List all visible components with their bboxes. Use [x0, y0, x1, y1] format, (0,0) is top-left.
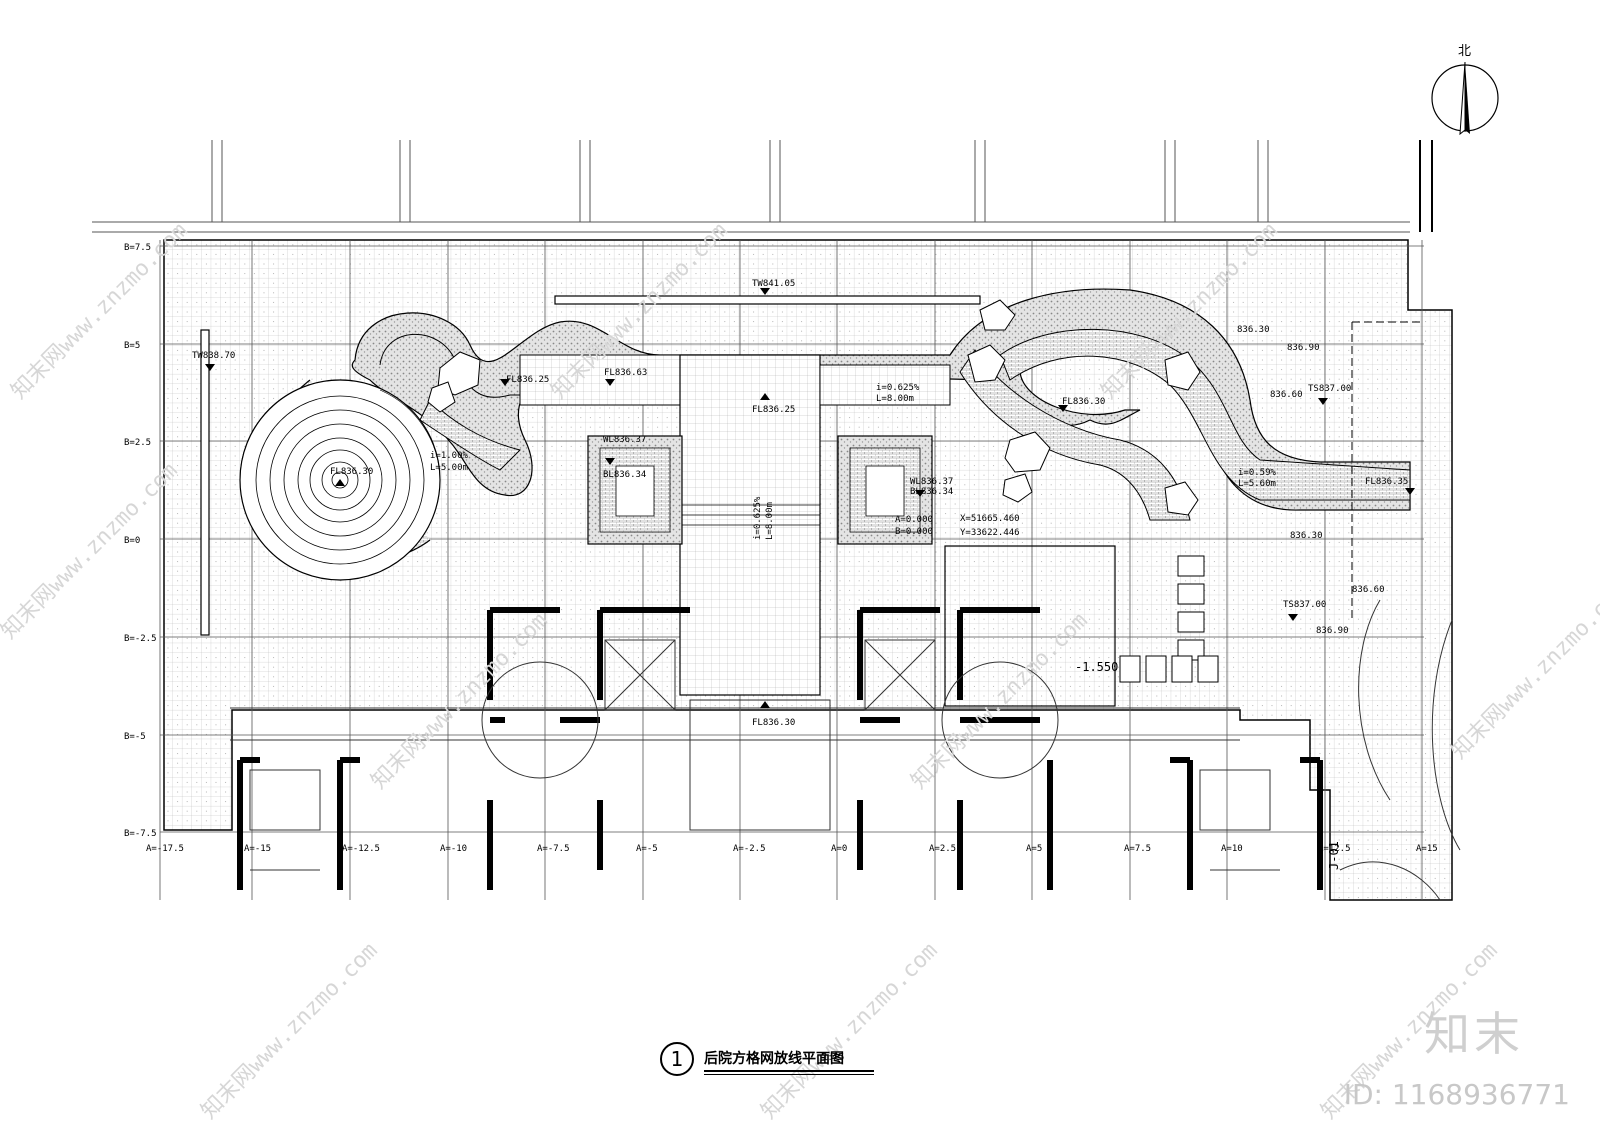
- grid-b-label: B=-7.5: [124, 829, 157, 839]
- step-blocks: [944, 545, 1219, 707]
- elev-bl-left: BL836.34: [603, 470, 646, 480]
- elev-pt-b3: 836.90: [1316, 626, 1349, 636]
- grid-a-label: A=2.5: [929, 844, 956, 854]
- coord-x: X=51665.460: [960, 514, 1020, 524]
- building-detail: [230, 599, 1461, 901]
- upper-building-lines: [92, 140, 1433, 233]
- grid-b-label: B=-5: [124, 732, 146, 742]
- slope-right-i: i=0.625%: [876, 383, 920, 393]
- point-label-j: J-01: [1327, 841, 1341, 870]
- grid-a-label: A=-2.5: [733, 844, 766, 854]
- slope-curve-i: i=0.59%: [1238, 468, 1277, 478]
- grid-b-label: B=2.5: [124, 438, 151, 448]
- elev-fl-bottom: FL836.30: [752, 718, 795, 728]
- curving-path: [351, 288, 1411, 521]
- elev-pt-b1: 836.30: [1290, 531, 1323, 541]
- elev-fl-curve: FL836.30: [1062, 397, 1105, 407]
- building-walls: [237, 607, 1323, 890]
- grid-a-label: A=-5: [636, 844, 658, 854]
- elev-tw-left: TW838.70: [192, 351, 235, 361]
- boundary-dashed-line: [1351, 321, 1420, 620]
- elev-pt-a2: 836.90: [1287, 343, 1320, 353]
- watermark: 知末网www.znzmo.com: [197, 938, 383, 1124]
- grid-a-label: A=10: [1221, 844, 1243, 854]
- elev-fl-right: FL836.35: [1365, 477, 1408, 487]
- elev-fl-center-top: FL836.25: [752, 405, 795, 415]
- elev-wl-right: WL836.37: [910, 477, 953, 487]
- title-underline-thin: [704, 1074, 874, 1075]
- coord-y: Y=33622.446: [960, 528, 1020, 538]
- elevation-labels: TW841.05 TW838.70 FL836.25 FL836.63 FL83…: [192, 279, 1408, 870]
- planters: [587, 435, 933, 545]
- coord-b: B=0.000: [895, 527, 933, 537]
- north-arrow: [1431, 61, 1499, 136]
- central-walkway: [519, 354, 951, 696]
- brand-watermark: 知末: [1424, 1007, 1524, 1061]
- slope-left-l: L=5.00m: [430, 463, 468, 473]
- decorative-rocks: [427, 299, 1201, 516]
- drawing-title: 后院方格网放线平面图: [704, 1051, 844, 1067]
- left-wall: [200, 329, 210, 636]
- slope-right-l: L=8.00m: [876, 394, 914, 404]
- elev-ts-bottom: TS837.00: [1283, 600, 1326, 610]
- watermark: 知末网www.znzmo.com: [1447, 578, 1600, 764]
- grid-a-label: A=0: [831, 844, 847, 854]
- elev-wl-left: WL836.37: [603, 435, 646, 445]
- grid-a-labels: A=-17.5 A=-15 A=-12.5 A=-10 A=-7.5 A=-5 …: [146, 844, 1438, 854]
- grid-b-labels: B=7.5 B=5 B=2.5 B=0 B=-2.5 B=-5 B=-7.5: [124, 243, 157, 839]
- grid-a-label: A=-15: [244, 844, 271, 854]
- elev-ts-top: TS837.00: [1308, 384, 1351, 394]
- elev-minus-level: -1.550: [1075, 660, 1118, 674]
- image-id-watermark: ID: 1168936771: [1343, 1078, 1570, 1111]
- grid-b-label: B=0: [124, 536, 140, 546]
- slope-center-l: L=8.00m: [765, 502, 775, 540]
- elev-pt-a3: 836.60: [1270, 390, 1303, 400]
- grid-b-label: B=-2.5: [124, 634, 157, 644]
- watermark: 知末网www.znzmo.com: [757, 938, 943, 1124]
- elev-fl-left-b: FL836.63: [604, 368, 647, 378]
- elev-fl-left-a: FL836.25: [506, 375, 549, 385]
- grid-a-label: A=5: [1026, 844, 1042, 854]
- top-wall: [554, 295, 981, 305]
- grid-a-label: A=-17.5: [146, 844, 184, 854]
- grid-a-label: A=-7.5: [537, 844, 570, 854]
- grid-a-label: A=15: [1416, 844, 1438, 854]
- elev-pt-a1: 836.30: [1237, 325, 1270, 335]
- elev-tw-top: TW841.05: [752, 279, 795, 289]
- watermark: 知末网www.znzmo.com: [0, 458, 183, 644]
- slope-left-i: i=1.00%: [430, 451, 469, 461]
- elev-bl-right: BL836.34: [910, 487, 953, 497]
- drawing-number: 1: [660, 1042, 694, 1076]
- grid-a-label: A=7.5: [1124, 844, 1151, 854]
- coord-a: A=0.000: [895, 515, 933, 525]
- title-underline: [704, 1070, 874, 1072]
- grid-b-label: B=7.5: [124, 243, 151, 253]
- grid-a-label: A=-10: [440, 844, 467, 854]
- grid-a-label: A=-12.5: [342, 844, 380, 854]
- drawing-scale: 1:75: [822, 1052, 845, 1063]
- elev-pt-b2: 836.60: [1352, 585, 1385, 595]
- elev-fl-circle: FL836.30: [330, 467, 373, 477]
- elevation-markers: [205, 288, 1415, 708]
- grid-a-label: A=12.5: [1318, 844, 1351, 854]
- slope-center-i: i=0.625%: [753, 496, 763, 540]
- grid-b-label: B=5: [124, 341, 140, 351]
- slope-curve-l: L=5.60m: [1238, 479, 1276, 489]
- north-label: 北: [1458, 44, 1472, 59]
